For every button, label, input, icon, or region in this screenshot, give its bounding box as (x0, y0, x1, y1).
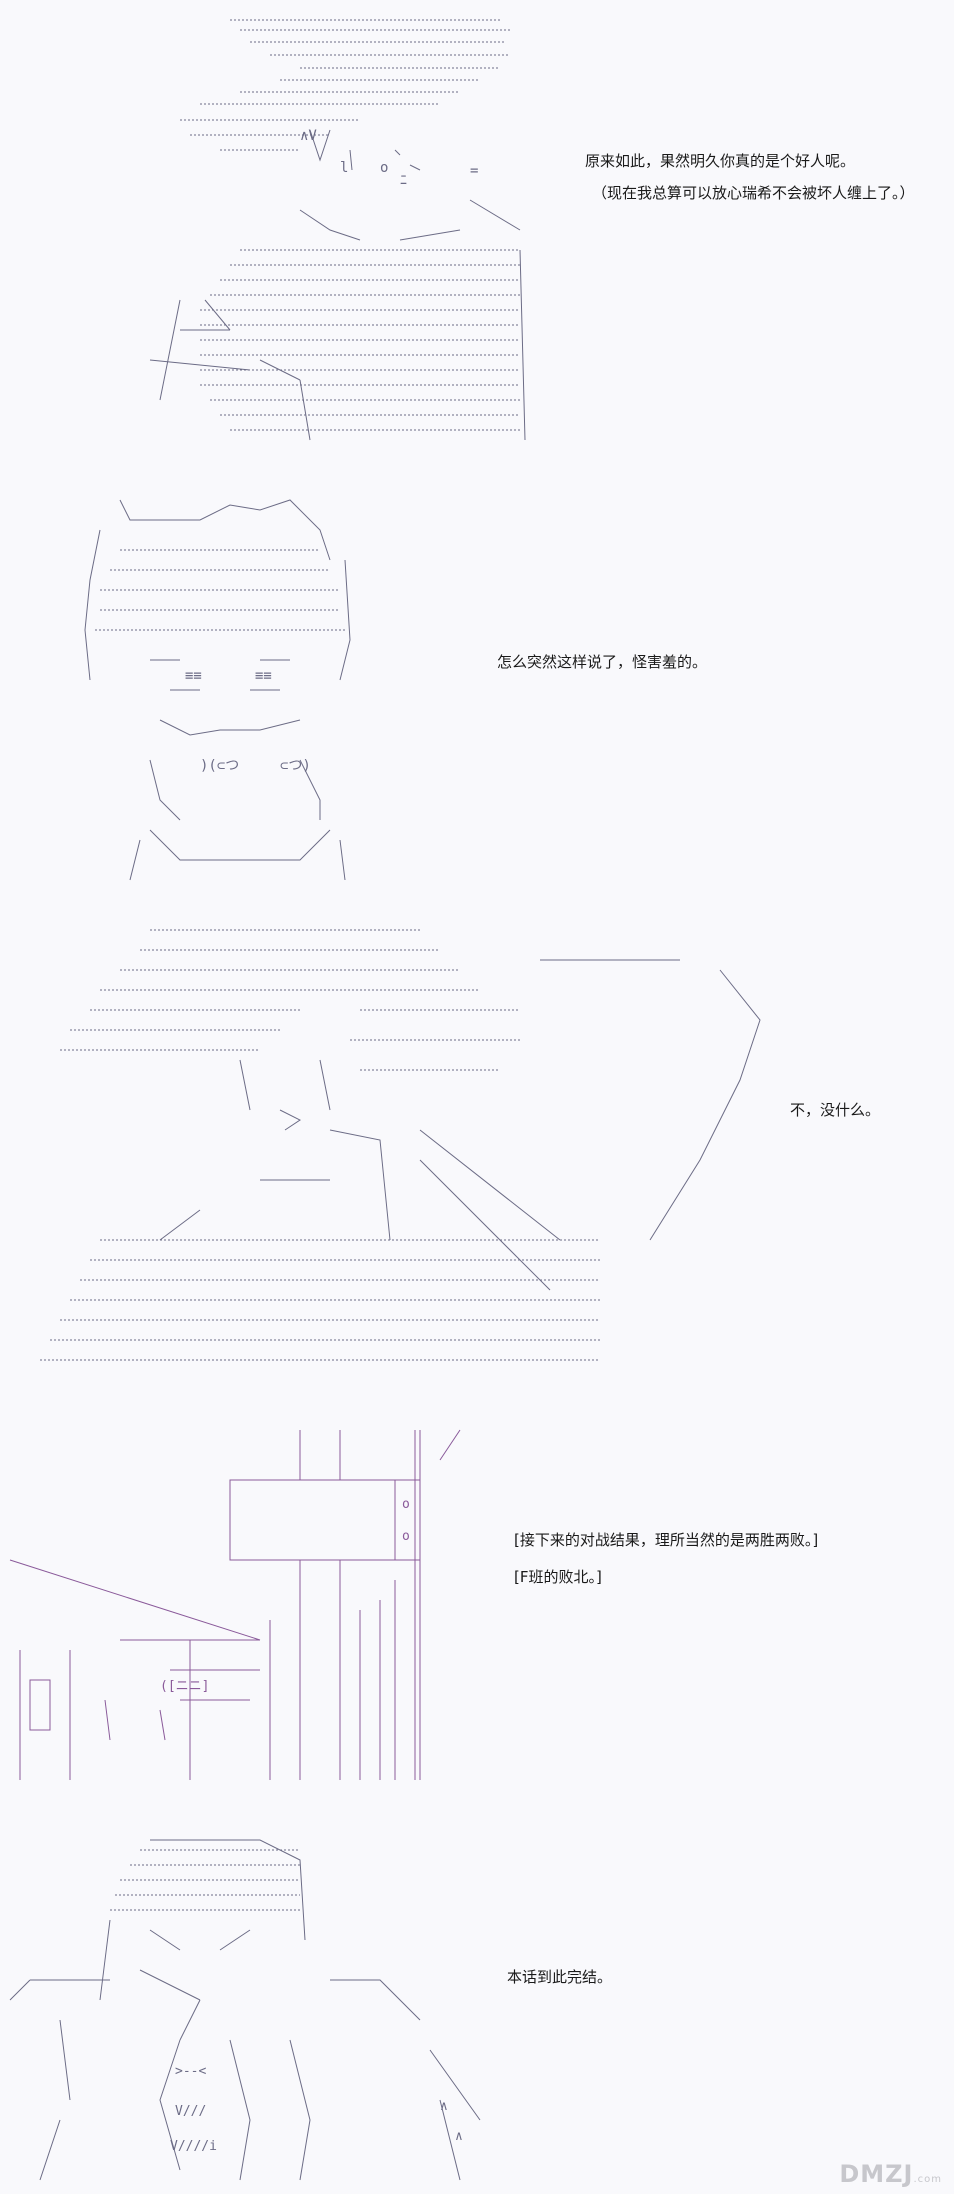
svg-text:o: o (380, 160, 388, 176)
panel-5: >--< V/// V////i ∧ ∧ 本话到此完结。 DMZJ.com (0, 1820, 954, 2194)
watermark-logo: DMZJ.com (839, 2160, 942, 2188)
panel-4: o o ([ニニ] [接下来的对战结果，理所当然的是两胜两败。] [F班的败北。] (0, 1400, 954, 1800)
dialogue-line: 原来如此，果然明久你真的是个好人呢。 (585, 152, 856, 170)
svg-text:∧: ∧ (455, 2129, 463, 2144)
svg-text:∧: ∧ (440, 2099, 448, 2114)
narration-line: [F班的败北。] (514, 1568, 602, 1586)
dialogue-aside: （现在我总算可以放心瑞希不会被坏人缠上了。） (592, 184, 915, 202)
panel-1: ∧V l o ﾆ = 原来如此，果然明久你真的是个好人呢。 （现在我总算可以放心瑞希不… (0, 0, 954, 460)
svg-text:l: l (340, 160, 348, 176)
svg-text:∧V: ∧V (300, 128, 317, 144)
svg-text:≡≡: ≡≡ (255, 668, 272, 684)
panel-2: ≡≡ ≡≡ )(⊂つ ⊂つ) 怎么突然这样说了，怪害羞的。 (0, 480, 954, 890)
svg-text:o: o (402, 1497, 410, 1512)
ascii-art-scoreboard-scene: o o ([ニニ] (0, 1400, 954, 1800)
ascii-art-boy-embarrassed: ≡≡ ≡≡ )(⊂つ ⊂つ) (0, 480, 954, 890)
svg-text:V///: V/// (175, 2104, 206, 2119)
svg-text:=: = (470, 163, 478, 179)
ascii-art-character-with-glasses: >--< V/// V////i ∧ ∧ (0, 1820, 954, 2194)
svg-text:V////i: V////i (170, 2139, 217, 2154)
dialogue-line: 怎么突然这样说了，怪害羞的。 (497, 653, 708, 671)
svg-text:([ニニ]: ([ニニ] (160, 1679, 209, 1694)
svg-text:>--<: >--< (175, 2064, 206, 2079)
dialogue-line: 不，没什么。 (790, 1101, 881, 1119)
narration-line: [接下来的对战结果，理所当然的是两胜两败。] (514, 1531, 819, 1549)
svg-text:ﾆ: ﾆ (400, 173, 407, 189)
ascii-art-boy-stretching (0, 910, 954, 1380)
narration-line: 本话到此完结。 (507, 1968, 613, 1986)
ascii-art-girl-wind-hair: ∧V l o ﾆ = (0, 0, 954, 460)
panel-3: 不，没什么。 (0, 910, 954, 1380)
svg-text:≡≡: ≡≡ (185, 668, 202, 684)
svg-text:o: o (402, 1529, 410, 1544)
svg-text:)(⊂つ: )(⊂つ (200, 758, 239, 774)
svg-text:⊂つ): ⊂つ) (280, 758, 311, 774)
